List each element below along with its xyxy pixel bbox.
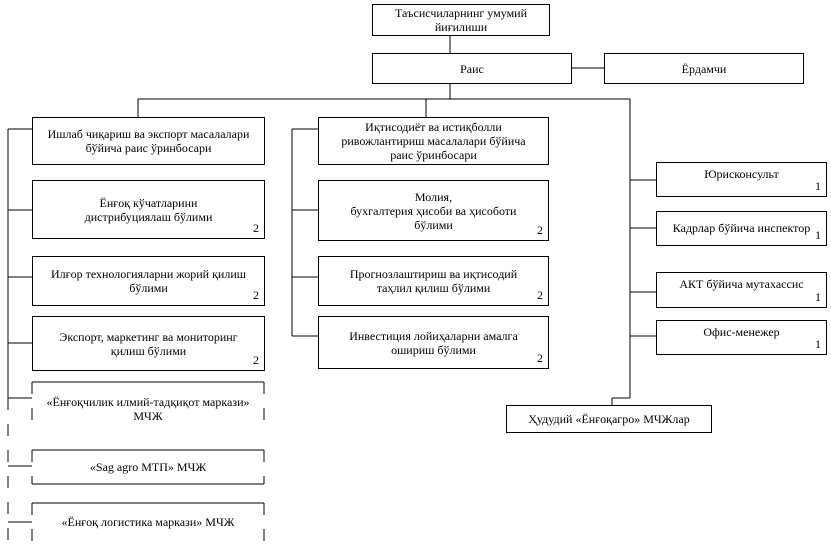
mid-unit-investment: Инвестиция лойиҳаларни амалга ошириш бўл… bbox=[318, 316, 549, 369]
right-unit-legal-label: Юрисконсульт bbox=[704, 167, 779, 181]
mid-unit-investment-line1: Инвестиция лойиҳаларни амалга bbox=[349, 328, 518, 343]
mid-unit-forecasting-line1: Прогнозлаштириш ва иқтисодий bbox=[349, 267, 518, 281]
right-unit-ict-count: 1 bbox=[815, 290, 821, 304]
left-unit-export: Экспорт, маркетинг ва мониторинг қилиш б… bbox=[32, 316, 265, 371]
founders-meeting-line2: йиғилиши bbox=[434, 20, 488, 34]
deputy-economy-line3: раис ўринбосари bbox=[390, 148, 477, 162]
company-sag-agro-label: «Sag agro МТП» МЧЖ bbox=[89, 460, 207, 474]
assistant-label: Ёрдамчи bbox=[681, 61, 727, 76]
left-unit-technology-line1: Илғор технологияларни жорий қилиш bbox=[51, 267, 246, 281]
mid-unit-finance-line2: бухгалтерия ҳисоби ва ҳисоботи bbox=[350, 203, 517, 218]
mid-unit-investment-line2: ошириш бўлими bbox=[391, 342, 476, 357]
right-unit-ict: АКТ бўйича мутахассис 1 bbox=[656, 272, 827, 308]
mid-unit-forecasting-count: 2 bbox=[537, 288, 543, 302]
mid-unit-finance-line3: бўлими bbox=[414, 217, 453, 232]
chair-box: Раис bbox=[372, 53, 572, 84]
mid-unit-finance-count: 2 bbox=[537, 223, 543, 237]
mid-unit-finance-line1: Молия, bbox=[414, 189, 453, 204]
right-unit-office-label: Офис-менежер bbox=[703, 325, 780, 339]
left-unit-distribution: Ёнғоқ кўчатларини дистрибуциялаш бўлими … bbox=[32, 180, 265, 239]
chair-label: Раис bbox=[460, 61, 484, 76]
right-unit-legal: Юрисконсульт 1 bbox=[656, 162, 827, 197]
company-research-center: «Ёнғоқчилик илмий-тадқиқот маркази» МЧЖ bbox=[32, 394, 264, 424]
regional-companies-box: Ҳудудий «Ёнғоқагро» МЧЖлар bbox=[506, 405, 712, 433]
founders-meeting-box: Таъсисчиларнинг умумий йиғилиши bbox=[372, 4, 550, 36]
company-research-center-line2: МЧЖ bbox=[133, 409, 163, 423]
regional-companies-label: Ҳудудий «Ёнғоқагро» МЧЖлар bbox=[528, 412, 690, 426]
mid-unit-finance: Молия, бухгалтерия ҳисоби ва ҳисоботи бў… bbox=[318, 180, 549, 241]
company-sag-agro: «Sag agro МТП» МЧЖ bbox=[32, 458, 264, 476]
right-unit-ict-label: АКТ бўйича мутахассис bbox=[679, 277, 804, 291]
deputy-production-line2: бўйича раис ўринбосари bbox=[85, 141, 212, 155]
left-unit-export-count: 2 bbox=[253, 353, 259, 367]
mid-unit-forecasting-line2: таҳлил қилиш бўлими bbox=[376, 281, 491, 295]
deputy-production-box: Ишлаб чиқариш ва экспорт масалалари бўйи… bbox=[32, 117, 265, 165]
mid-unit-forecasting: Прогнозлаштириш ва иқтисодий таҳлил қили… bbox=[318, 256, 549, 306]
right-unit-office-count: 1 bbox=[815, 337, 821, 351]
left-unit-technology-count: 2 bbox=[253, 288, 259, 302]
right-unit-office: Офис-менежер 1 bbox=[656, 320, 827, 355]
company-logistics-center: «Ёнғоқ логистика маркази» МЧЖ bbox=[32, 513, 264, 531]
deputy-production-line1: Ишлаб чиқариш ва экспорт масалалари bbox=[47, 127, 250, 141]
assistant-box: Ёрдамчи bbox=[604, 53, 804, 84]
deputy-economy-line1: Иқтисодиёт ва истиқболли bbox=[365, 120, 502, 134]
left-unit-technology-line2: бўлими bbox=[129, 281, 168, 295]
founders-meeting-line1: Таъсисчиларнинг умумий bbox=[394, 6, 528, 20]
right-unit-hr: Кадрлар бўйича инспектор 1 bbox=[656, 211, 827, 246]
company-logistics-center-label: «Ёнғоқ логистика маркази» МЧЖ bbox=[61, 515, 235, 529]
deputy-economy-line2: ривожлантириш масалалари бўйича bbox=[341, 134, 526, 148]
right-unit-hr-count: 1 bbox=[815, 228, 821, 242]
mid-unit-investment-count: 2 bbox=[537, 351, 543, 365]
left-unit-technology: Илғор технологияларни жорий қилиш бўлими… bbox=[32, 256, 265, 306]
left-unit-export-line2: қилиш бўлими bbox=[110, 343, 187, 358]
right-unit-legal-count: 1 bbox=[815, 179, 821, 193]
left-unit-distribution-line1: Ёнғоқ кўчатларини bbox=[99, 195, 198, 210]
left-unit-distribution-count: 2 bbox=[253, 221, 259, 235]
left-unit-export-line1: Экспорт, маркетинг ва мониторинг bbox=[59, 329, 238, 344]
company-research-center-line1: «Ёнғоқчилик илмий-тадқиқот маркази» bbox=[46, 395, 250, 409]
left-unit-distribution-line2: дистрибуциялаш бўлими bbox=[84, 209, 213, 224]
deputy-economy-box: Иқтисодиёт ва истиқболли ривожлантириш м… bbox=[318, 117, 549, 165]
right-unit-hr-label: Кадрлар бўйича инспектор bbox=[672, 221, 811, 235]
